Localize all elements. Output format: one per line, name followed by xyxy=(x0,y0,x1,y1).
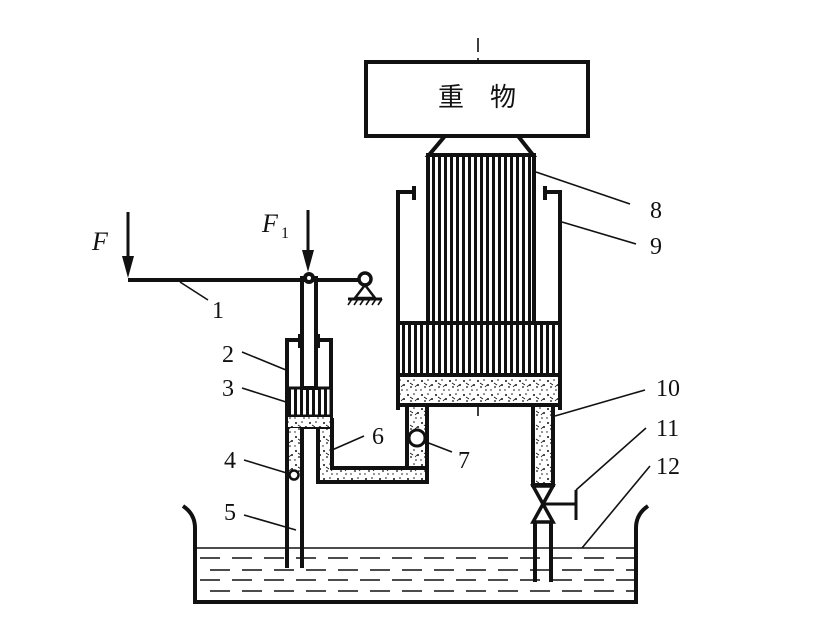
callout-3: 3 xyxy=(222,376,234,402)
callout-9: 9 xyxy=(650,234,662,260)
force-F: F xyxy=(91,212,134,278)
callout-2: 2 xyxy=(222,342,234,368)
load-block: 重 物 xyxy=(364,60,590,157)
callout-6: 6 xyxy=(372,424,384,450)
check-valve-4 xyxy=(288,469,300,481)
force-F1: F 1 xyxy=(261,209,314,272)
callout-4: 4 xyxy=(224,448,236,474)
return-pipe xyxy=(531,403,555,487)
force-F1-subscript: 1 xyxy=(281,225,289,242)
callout-8: 8 xyxy=(650,198,662,224)
callout-12: 12 xyxy=(656,454,680,480)
check-valve-7 xyxy=(407,428,427,448)
large-cylinder xyxy=(396,186,562,410)
force-F-label: F xyxy=(91,227,109,256)
callout-11: 11 xyxy=(656,416,679,442)
force-F1-label: F xyxy=(261,209,279,238)
load-label: 重 物 xyxy=(438,83,516,113)
lever xyxy=(128,271,383,306)
oil-tank xyxy=(181,504,650,604)
callout-1: 1 xyxy=(212,298,224,324)
callout-10: 10 xyxy=(656,376,680,402)
callout-leaders xyxy=(179,171,651,549)
large-piston xyxy=(396,153,562,377)
small-cylinder xyxy=(285,334,333,568)
callout-7: 7 xyxy=(458,448,470,474)
small-piston-rod xyxy=(300,276,318,390)
callout-5: 5 xyxy=(224,500,236,526)
shut-off-valve xyxy=(530,484,578,582)
